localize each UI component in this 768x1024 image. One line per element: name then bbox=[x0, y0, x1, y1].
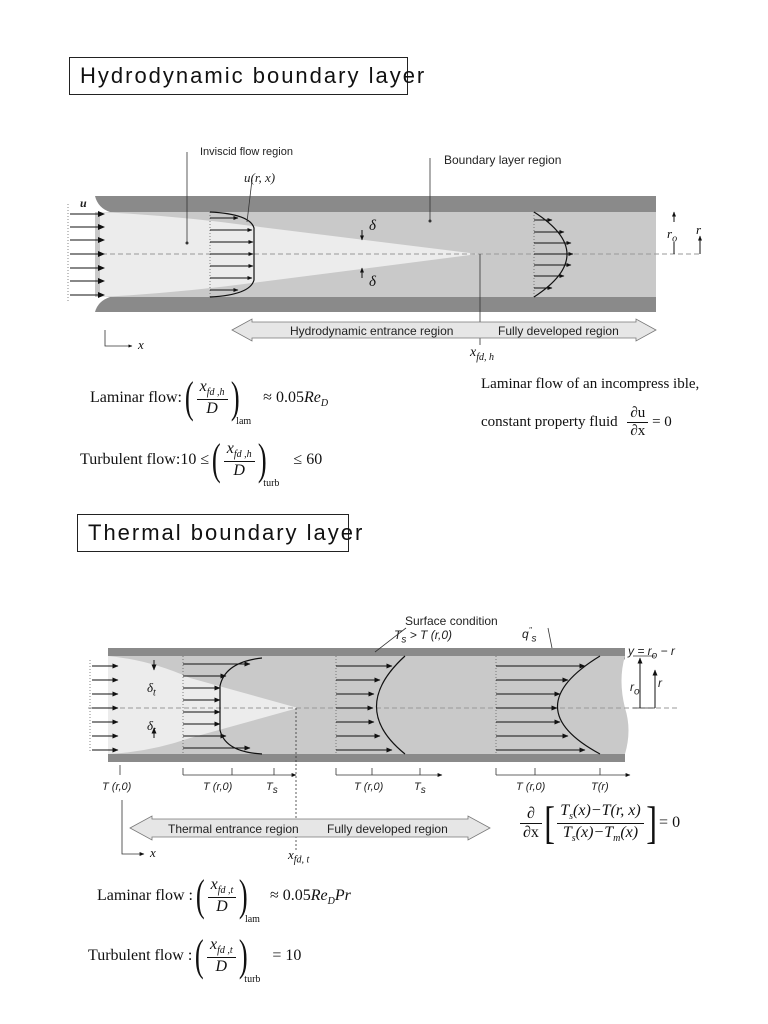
xfd-h-label: xfd, h bbox=[470, 345, 494, 363]
surface-condition-label: Surface condition bbox=[405, 614, 498, 628]
delta-bottom-label: δ bbox=[369, 274, 376, 290]
inviscid-label: Inviscid flow region bbox=[200, 146, 293, 158]
xfd-t-label: xfd, t bbox=[288, 847, 310, 866]
note-line2: constant property fluid ∂u∂x = 0 bbox=[481, 405, 672, 439]
inlet-arrows bbox=[67, 204, 105, 302]
hydro-developed-label: Fully developed region bbox=[498, 324, 619, 338]
hydro-bottom-wall bbox=[95, 297, 656, 312]
hydro-region-band bbox=[231, 318, 657, 342]
thermal-region-band bbox=[129, 815, 491, 841]
hydro-entrance-label: Hydrodynamic entrance region bbox=[290, 324, 454, 338]
thermal-x-label: x bbox=[150, 845, 156, 860]
note-line1: Laminar flow of an incompress ible, bbox=[481, 376, 700, 392]
t-r0-inlet: T (r,0) bbox=[102, 781, 132, 793]
u-rx-label: u(r, x) bbox=[244, 170, 276, 185]
hydro-title: Hydrodynamic boundary layer bbox=[69, 57, 424, 95]
developing-profile bbox=[209, 211, 255, 298]
thermal-fd-eq: ∂∂x[Ts(x)−T(r, x)Ts(x)−Tm(x)]= 0 bbox=[520, 800, 680, 846]
hydro-top-wall bbox=[95, 196, 656, 212]
thermal-title: Thermal boundary layer bbox=[77, 514, 362, 552]
x-axis-label: x bbox=[138, 337, 144, 352]
qs-label: q"s bbox=[522, 626, 537, 645]
thermal-ro-label: ro bbox=[630, 680, 640, 698]
hydro-diagram bbox=[67, 152, 702, 348]
u-label: u bbox=[80, 196, 87, 210]
bl-region-label: Boundary layer region bbox=[444, 153, 562, 167]
thermal-developed-label: Fully developed region bbox=[327, 822, 448, 836]
t-r0-2: T (r,0) bbox=[354, 781, 384, 793]
t-r-label: T(r) bbox=[591, 781, 609, 793]
delta-t-top: δt bbox=[147, 680, 156, 699]
ro-label: ro bbox=[667, 226, 678, 245]
ts-2: Ts bbox=[414, 781, 426, 797]
thermal-entrance-label: Thermal entrance region bbox=[168, 822, 299, 836]
y-eq-label: y = ro − r bbox=[628, 644, 675, 662]
thermal-diagram bbox=[88, 627, 680, 856]
t-r0-3: T (r,0) bbox=[516, 781, 546, 793]
ts-condition-label: Ts > T (r,0) bbox=[394, 628, 453, 646]
delta-top-label: δ bbox=[369, 218, 376, 234]
t-r0-1: T (r,0) bbox=[203, 781, 233, 793]
r-label: r bbox=[696, 222, 702, 237]
ts-1: Ts bbox=[266, 781, 278, 797]
thermal-r-label: r bbox=[658, 676, 662, 690]
developed-profile bbox=[533, 211, 574, 298]
delta-t-bottom: δt bbox=[147, 718, 156, 737]
